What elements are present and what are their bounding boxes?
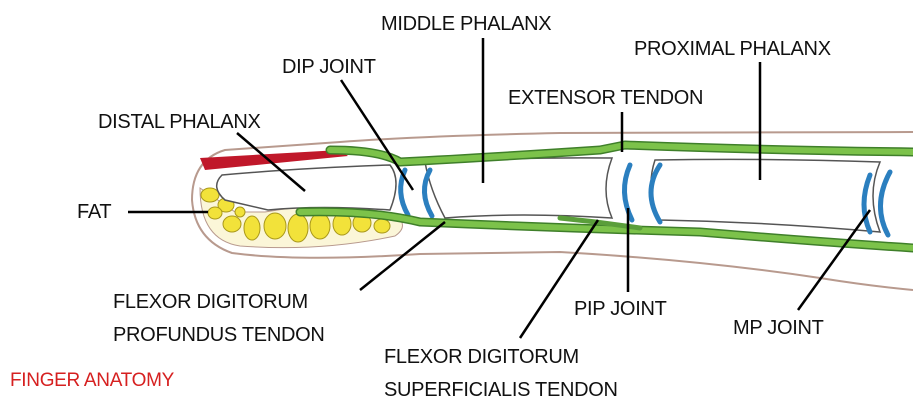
label-proximal-phalanx: PROXIMAL PHALANX — [634, 37, 831, 61]
label-fdp-line1: FLEXOR DIGITORUM — [113, 290, 308, 314]
label-fdp-line2: PROFUNDUS TENDON — [113, 323, 325, 347]
label-extensor-tendon: EXTENSOR TENDON — [508, 86, 703, 110]
label-middle-phalanx: MIDDLE PHALANX — [381, 12, 551, 36]
label-fds-line1: FLEXOR DIGITORUM — [384, 345, 579, 369]
label-pip-joint: PIP JOINT — [574, 297, 667, 321]
label-dip-joint: DIP JOINT — [282, 55, 376, 79]
diagram-title: FINGER ANATOMY — [10, 369, 174, 393]
label-distal-phalanx: DISTAL PHALANX — [98, 110, 261, 134]
proximal-phalanx-bone — [651, 159, 880, 232]
label-fat: FAT — [77, 200, 111, 224]
label-fds-line2: SUPERFICIALIS TENDON — [384, 378, 618, 402]
distal-phalanx-bone — [217, 165, 396, 210]
middle-phalanx-bone — [425, 158, 612, 218]
label-mp-joint: MP JOINT — [733, 316, 824, 340]
